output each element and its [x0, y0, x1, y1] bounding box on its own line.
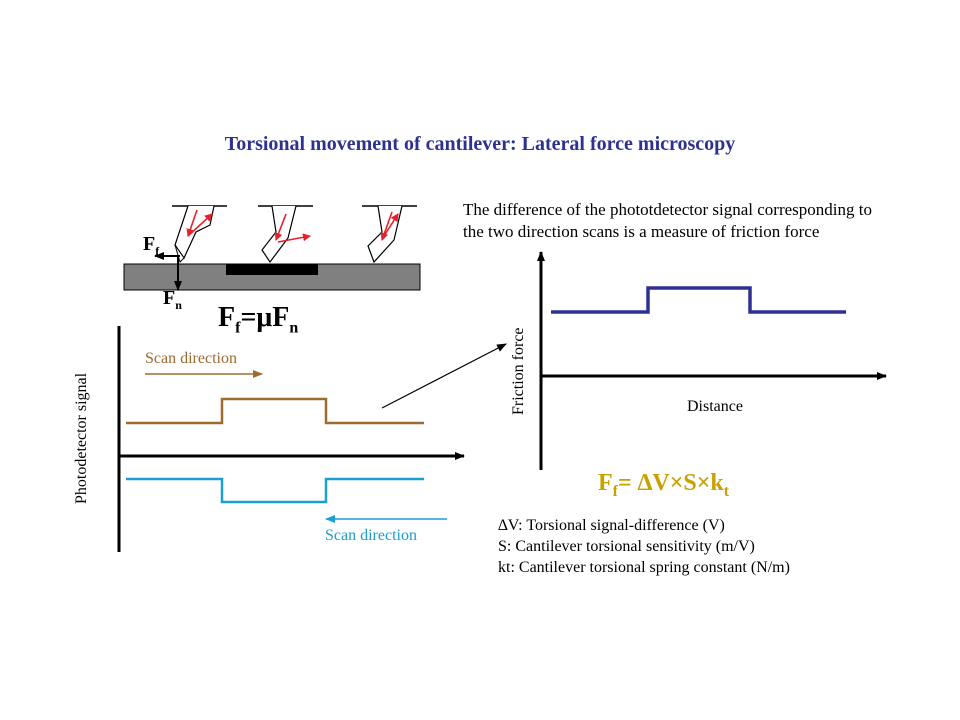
backward-scan-label: Scan direction — [325, 527, 417, 544]
slide-title: Torsional movement of cantilever: Latera… — [224, 133, 736, 155]
ff-label-main: F — [143, 233, 156, 255]
forward-scan-label: Scan direction — [145, 350, 237, 367]
legend-item: S: Cantilever torsional sensitivity (m/V… — [498, 538, 755, 555]
relation-lhs-sub: f — [235, 319, 241, 337]
relation-rhs-sub: n — [289, 319, 299, 337]
main-eq-lhs: F — [598, 470, 613, 496]
fn-label-sub: n — [175, 298, 182, 312]
pd-ylabel: Photodetector signal — [73, 372, 90, 504]
description: The difference of the phototdetector sig… — [463, 199, 933, 243]
description-line: the two direction scans is a measure of … — [463, 222, 820, 241]
legend-item: kt: Cantilever torsional spring constant… — [498, 559, 790, 576]
legend-item: ∆V: Torsional signal-difference (V) — [498, 517, 725, 534]
main-eq-lhs-sub: f — [612, 482, 618, 500]
friction-trace — [551, 286, 846, 314]
relation-lhs: F — [218, 302, 236, 333]
friction-relation: Ff=μFn — [218, 302, 298, 338]
description-line: The difference of the phototdetector sig… — [463, 200, 872, 219]
cantilever-tip-icon — [258, 205, 313, 264]
fn-label-main: F — [163, 287, 176, 309]
ff-label-sub: f — [155, 244, 160, 258]
surface-feature — [226, 264, 318, 275]
main-equation: Ff= ∆V×S×kt — [598, 470, 729, 501]
main-eq-rhs-sub: t — [723, 482, 730, 500]
fn-label: Fn — [163, 287, 182, 313]
variable-legend: ∆V: Torsional signal-difference (V) S: C… — [498, 515, 790, 578]
ff-xlabel: Distance — [687, 398, 743, 415]
forward-scan-trace — [126, 397, 424, 425]
ff-label: Ff — [143, 233, 159, 259]
ff-ylabel: Friction force — [510, 327, 527, 415]
connector-arrow — [381, 343, 507, 409]
main-eq-rhs: = ∆V×S×k — [618, 470, 724, 496]
backward-scan-trace — [126, 477, 424, 504]
cantilever-tip-icon — [362, 205, 417, 264]
cantilever-tip-icon — [172, 205, 227, 263]
relation-eq: =μF — [240, 302, 290, 333]
